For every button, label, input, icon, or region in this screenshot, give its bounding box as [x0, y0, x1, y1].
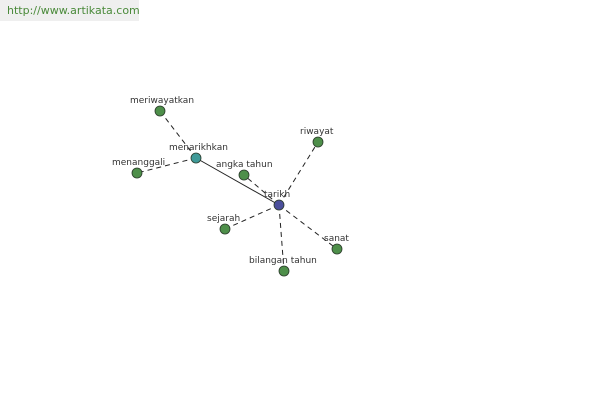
node-label-angka-tahun: angka tahun: [216, 160, 273, 170]
node-bilangan-tahun[interactable]: bilangan tahun: [249, 256, 317, 277]
edge-tarikh-riwayat: [278, 141, 319, 206]
node-label-sejarah: sejarah: [207, 214, 240, 224]
node-dot-sanat[interactable]: [331, 243, 343, 255]
node-riwayat[interactable]: riwayat: [300, 127, 334, 148]
source-url-link[interactable]: http://www.artikata.com: [0, 0, 140, 21]
node-sejarah[interactable]: sejarah: [207, 214, 240, 235]
edge-tarikh-angka-tahun: [243, 174, 280, 206]
node-angka-tahun[interactable]: angka tahun: [216, 160, 273, 181]
node-sanat[interactable]: sanat: [324, 234, 349, 255]
edge-tarikh-sejarah: [224, 204, 280, 230]
graph-edges: [136, 110, 338, 272]
node-dot-sejarah[interactable]: [219, 223, 231, 235]
node-dot-riwayat[interactable]: [312, 136, 324, 148]
node-label-sanat: sanat: [324, 234, 349, 244]
node-label-bilangan-tahun: bilangan tahun: [249, 256, 317, 266]
node-dot-menanggali[interactable]: [131, 167, 143, 179]
node-label-menarikhkan: menarikhkan: [169, 143, 228, 153]
node-tarikh[interactable]: tarikh: [264, 190, 290, 211]
node-label-riwayat: riwayat: [300, 127, 334, 137]
node-dot-bilangan-tahun[interactable]: [278, 265, 290, 277]
node-dot-menarikhkan[interactable]: [190, 152, 202, 164]
node-menanggali[interactable]: menanggali: [112, 158, 165, 179]
node-label-menanggali: menanggali: [112, 158, 165, 168]
node-dot-angka-tahun[interactable]: [238, 169, 250, 181]
edge-tarikh-bilangan-tahun: [278, 204, 285, 272]
edge-tarikh-menarikhkan: [195, 157, 280, 206]
edge-tarikh-sanat: [278, 204, 338, 250]
node-meriwayatkan[interactable]: meriwayatkan: [130, 96, 194, 117]
graph-nodes: tarikh menarikhkan meriwayatkan menanggali a…: [112, 96, 349, 277]
node-label-meriwayatkan: meriwayatkan: [130, 96, 194, 106]
edge-menarikhkan-menanggali: [136, 157, 197, 174]
node-menarikhkan[interactable]: menarikhkan: [169, 143, 228, 164]
node-dot-tarikh[interactable]: [273, 199, 285, 211]
node-label-tarikh: tarikh: [264, 190, 290, 200]
edge-menarikhkan-meriwayatkan: [159, 110, 197, 159]
node-dot-meriwayatkan[interactable]: [154, 105, 166, 117]
